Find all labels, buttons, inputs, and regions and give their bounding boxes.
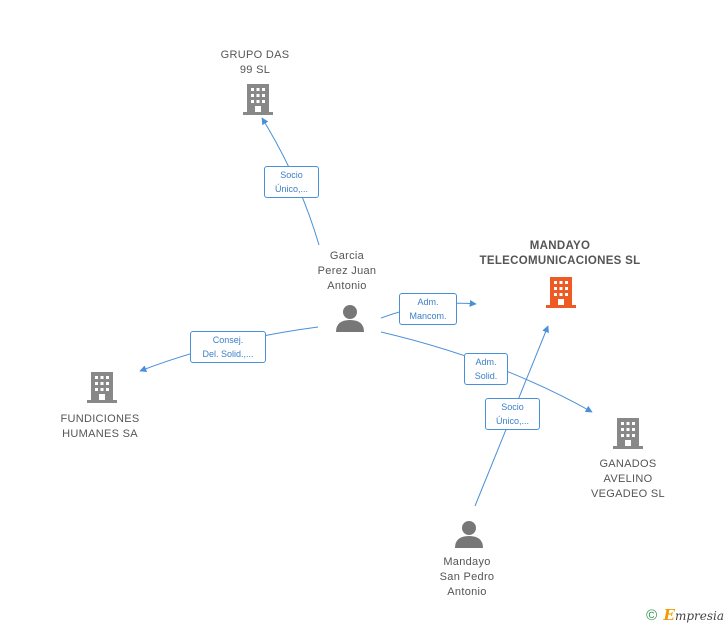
- edge-label-socio-mandayo[interactable]: Socio Único,...: [485, 398, 540, 430]
- label-line: AVELINO: [603, 473, 653, 485]
- edge-label-line: Adm.: [475, 357, 497, 367]
- edge-label-socio-grupo[interactable]: Socio Único,...: [264, 166, 319, 198]
- brand-initial: E: [663, 606, 675, 624]
- edge-label-line: Socio: [501, 402, 524, 412]
- label-line: VEGADEO SL: [591, 488, 665, 500]
- empresia-watermark: © Empresia: [646, 606, 724, 624]
- person-icon[interactable]: [455, 521, 483, 548]
- edge-label-line: Adm.: [417, 297, 439, 307]
- person-label-garcia[interactable]: Garcia Perez Juan Antonio: [297, 249, 397, 294]
- edge-label-consej[interactable]: Consej. Del. Solid.,...: [190, 331, 266, 363]
- label-line: TELECOMUNICACIONES SL: [479, 255, 641, 267]
- label-line: San Pedro: [439, 571, 495, 583]
- building-icon-main[interactable]: [546, 277, 576, 308]
- company-label-mandayo-telecom[interactable]: MANDAYO TELECOMUNICACIONES SL: [460, 239, 660, 269]
- edge-label-line: Único,...: [495, 416, 529, 426]
- edge-label-line: Del. Solid.,...: [202, 349, 254, 359]
- label-line: GRUPO DAS: [220, 49, 290, 61]
- edge-label-line: Mancom.: [409, 311, 447, 321]
- brand-rest: mpresia: [674, 609, 724, 623]
- label-line: GANADOS: [599, 458, 657, 470]
- label-line: 99 SL: [239, 64, 271, 76]
- building-icon[interactable]: [243, 84, 273, 115]
- label-line: Garcia: [329, 250, 365, 262]
- label-line: FUNDICIONES: [60, 413, 140, 425]
- edge-label-adm-solid[interactable]: Adm. Solid.: [464, 353, 508, 385]
- building-icon[interactable]: [613, 418, 643, 449]
- edge-label-line: Socio: [280, 170, 303, 180]
- edge-label-line: Solid.: [474, 371, 498, 381]
- label-line: Perez Juan: [317, 265, 377, 277]
- label-line: HUMANES SA: [62, 428, 138, 440]
- label-line: Antonio: [447, 586, 487, 598]
- edge-label-line: Único,...: [274, 184, 308, 194]
- building-icon[interactable]: [87, 372, 117, 403]
- company-label-fundiciones[interactable]: FUNDICIONES HUMANES SA: [50, 412, 150, 442]
- company-label-grupo-das[interactable]: GRUPO DAS 99 SL: [205, 48, 305, 78]
- company-label-ganados[interactable]: GANADOS AVELINO VEGADEO SL: [578, 457, 678, 502]
- person-label-mandayo-san-pedro[interactable]: Mandayo San Pedro Antonio: [417, 555, 517, 600]
- label-line: Antonio: [327, 280, 367, 292]
- brand-logo: Empresia: [663, 606, 725, 624]
- label-line: Mandayo: [443, 556, 491, 568]
- person-icon[interactable]: [336, 305, 364, 332]
- edge-label-adm-mancom[interactable]: Adm. Mancom.: [399, 293, 457, 325]
- label-line: MANDAYO: [529, 240, 591, 252]
- copyright-icon: ©: [646, 607, 658, 624]
- edge-label-line: Consej.: [212, 335, 244, 345]
